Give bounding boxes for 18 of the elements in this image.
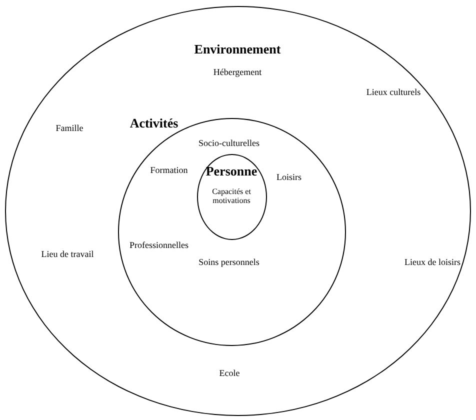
circle-item-label: Lieux de loisirs [404, 256, 460, 267]
circle-item-label: Socio-culturelles [198, 138, 260, 148]
ring-ellipse [118, 118, 346, 346]
circle-heading: Personne [206, 164, 258, 179]
circle-item-label: Loisirs [276, 172, 302, 182]
circle-heading: Environnement [194, 42, 281, 57]
ring-ellipse [5, 6, 471, 416]
circle-item-label: Ecole [219, 367, 240, 378]
circle-item-label: Hébergement [213, 66, 262, 77]
circle-heading: Activités [130, 116, 178, 132]
circle-item-label: Formation [150, 164, 188, 176]
circle-item-label: Professionnelles [130, 240, 188, 250]
circle-item-label: Famille [56, 122, 84, 133]
circle-item-label: Lieux culturels [366, 86, 421, 97]
circle-item-label: Soins personnels [198, 256, 260, 268]
center-ellipse [197, 154, 267, 240]
circle-item-label: Capacités et motivations [211, 186, 252, 205]
circle-item-label: Lieu de travail [41, 248, 94, 259]
